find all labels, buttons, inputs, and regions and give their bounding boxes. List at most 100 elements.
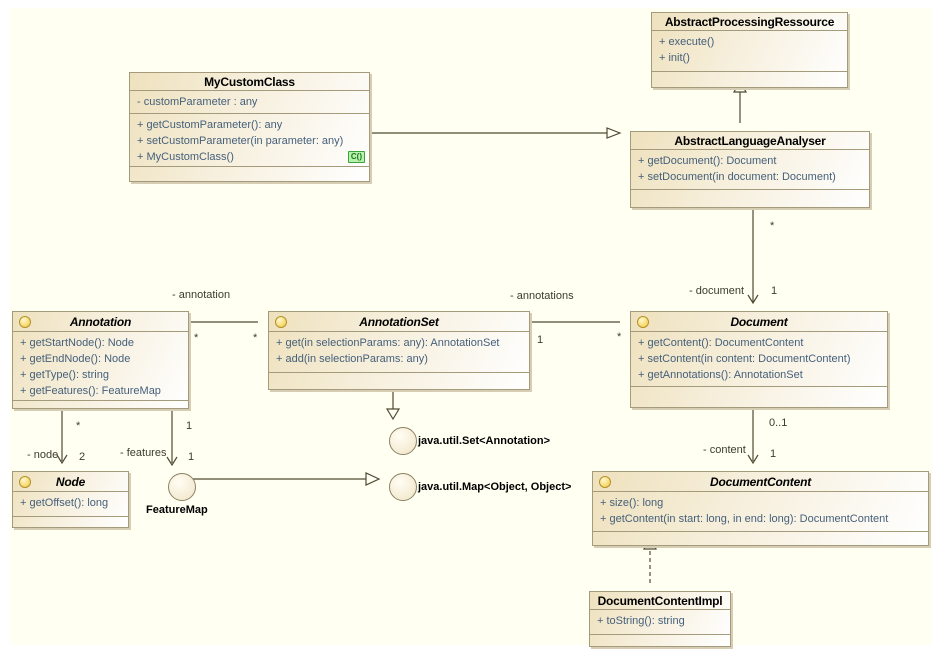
methods-compartment: + getDocument(): Document + setDocument(… [631,150,869,190]
class-name: AnnotationSet [359,314,439,329]
role-label-node: - node [27,449,59,461]
multiplicity: * [76,420,81,432]
class-header: MyCustomClass [130,73,369,91]
class-header: Document [631,312,887,332]
method: + toString(): string [597,615,685,627]
methods-compartment: + getStartNode(): Node + getEndNode(): N… [13,332,188,401]
class-name: DocumentContentImpl [597,593,723,608]
class-header: Node [13,472,128,492]
method: + getContent(in start: long, in end: lon… [600,513,889,525]
lollipop-java-set[interactable] [389,427,417,455]
method: + get(in selectionParams: any): Annotati… [276,337,500,349]
empty-compartment [652,72,847,87]
role-label-annotations: - annotations [510,290,574,302]
method: + init() [659,52,690,64]
diagram-canvas: AbstractProcessingRessource + execute() … [10,8,932,647]
methods-compartment: + getCustomParameter(): any + setCustomP… [130,114,369,167]
methods-compartment: + getContent(): DocumentContent + setCon… [631,332,887,387]
interface-icon [19,475,31,488]
class-node[interactable]: Node + getOffset(): long [12,471,129,528]
class-name: AbstractProcessingRessource [664,14,835,29]
role-label-features: - features [120,447,167,459]
attribute: - customParameter : any [137,96,258,108]
interface-icon [599,475,611,488]
multiplicity: 1 [186,420,193,432]
class-annotation[interactable]: Annotation + getStartNode(): Node + getE… [12,311,189,409]
method: + getAnnotations(): AnnotationSet [638,369,803,381]
multiplicity: 1 [771,285,778,297]
method: + add(in selectionParams: any) [276,353,428,365]
multiplicity: 1 [188,451,195,463]
multiplicity: 2 [79,451,86,463]
empty-compartment [593,532,928,545]
method: + getOffset(): long [20,497,109,509]
method: + getContent(): DocumentContent [638,337,804,349]
class-header: AbstractProcessingRessource [652,13,847,31]
class-name: Annotation [69,314,132,329]
lollipop-label-java-set: java.util.Set<Annotation> [418,435,551,447]
method: + execute() [659,36,715,48]
multiplicity: 0..1 [769,417,788,429]
method: + getDocument(): Document [638,155,777,167]
methods-compartment: + getOffset(): long [13,492,128,517]
interface-icon [19,315,31,328]
methods-compartment: + execute() + init() [652,31,847,72]
class-document-content-impl[interactable]: DocumentContentImpl + toString(): string [589,591,731,647]
multiplicity: * [194,332,199,344]
class-name: MyCustomClass [204,74,295,89]
method: + setDocument(in document: Document) [638,171,836,183]
empty-compartment [631,387,887,407]
interface-icon [637,315,649,328]
lollipop-label-feature-map: FeatureMap [146,504,208,516]
edge-association-document-documentcontent [747,400,759,465]
class-header: DocumentContentImpl [590,592,730,610]
empty-compartment [631,190,869,207]
class-abstract-language-analyser[interactable]: AbstractLanguageAnalyser + getDocument()… [630,131,870,208]
edge-association-ala-document [747,200,759,305]
method: + getStartNode(): Node [20,337,135,349]
method: + getCustomParameter(): any [137,119,283,131]
class-my-custom-class[interactable]: MyCustomClass - customParameter : any + … [129,72,370,182]
empty-compartment [590,635,730,646]
methods-compartment: + get(in selectionParams: any): Annotati… [269,332,529,373]
multiplicity: 1 [770,448,777,460]
role-label-content: - content [703,444,746,456]
edge-generalization-featuremap-javamap [186,472,381,486]
class-abstract-processing-resource[interactable]: AbstractProcessingRessource + execute() … [651,12,848,88]
method: + size(): long [600,497,664,509]
methods-compartment: + size(): long + getContent(in start: lo… [593,492,928,532]
attributes-compartment: - customParameter : any [130,91,369,114]
constructor-icon: C() [347,151,365,163]
empty-compartment [13,517,128,527]
lollipop-feature-map[interactable] [168,473,196,501]
interface-icon [275,315,287,328]
edge-association-annotationset-annotation [177,316,258,328]
empty-compartment [130,167,369,181]
class-header: Annotation [13,312,188,332]
edge-generalization-mycustomclass-ala [360,127,622,139]
class-header: DocumentContent [593,472,928,492]
method: + setCustomParameter(in parameter: any) [137,135,344,147]
class-header: AbstractLanguageAnalyser [631,132,869,150]
class-annotation-set[interactable]: AnnotationSet + get(in selectionParams: … [268,311,530,390]
class-document[interactable]: Document + getContent(): DocumentContent… [630,311,888,408]
method-text: + MyCustomClass() [137,151,234,163]
method: + getType(): string [20,369,109,381]
multiplicity: * [770,220,775,232]
lollipop-label-java-map: java.util.Map<Object, Object> [418,481,572,493]
method: + setContent(in content: DocumentContent… [638,353,851,365]
method: + getEndNode(): Node [20,353,131,365]
class-name: Document [730,314,788,329]
role-label-document: - document [689,285,745,297]
edge-association-annotation-node [56,401,68,465]
methods-compartment: + toString(): string [590,610,730,635]
edge-association-annotation-featuremap [166,401,178,467]
empty-compartment [269,373,529,389]
class-document-content[interactable]: DocumentContent + size(): long + getCont… [592,471,929,546]
multiplicity: * [253,332,258,344]
class-name: Node [55,474,86,489]
multiplicity: * [617,331,622,343]
multiplicity: 1 [537,334,544,346]
lollipop-java-map[interactable] [389,473,417,501]
